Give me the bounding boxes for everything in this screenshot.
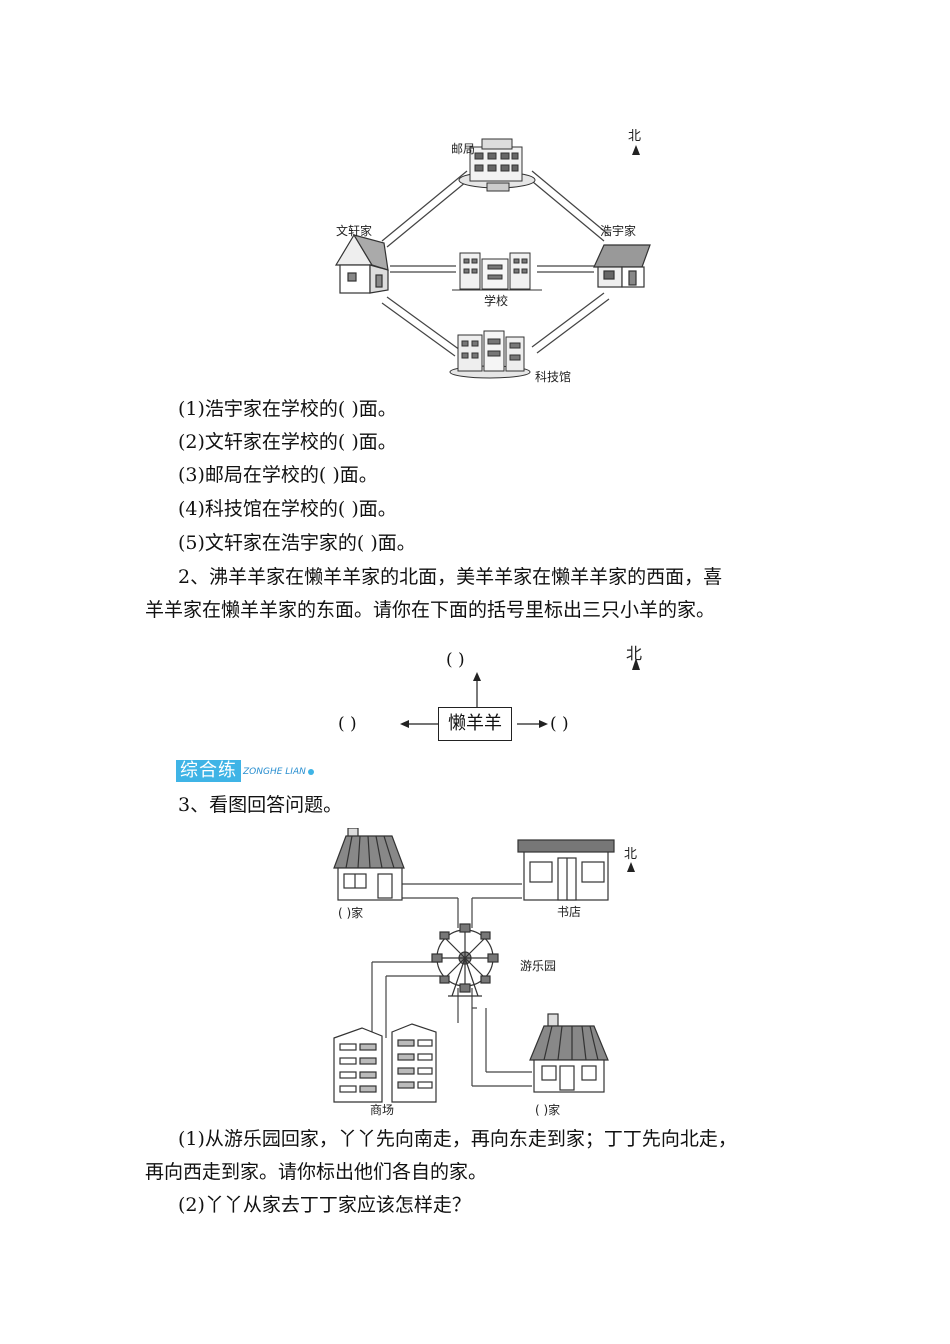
section-subtitle: ZONGHE LIAN <box>243 766 306 777</box>
map3-park-label: 游乐园 <box>520 959 557 973</box>
map1-school-label: 学校 <box>484 294 509 308</box>
q1-item-1: (1)浩宇家在学校的( )面。 <box>178 398 397 420</box>
q2-paren-north[interactable]: ( ) <box>446 650 465 670</box>
post-office-icon <box>458 138 536 192</box>
map3-figure <box>332 828 650 1118</box>
map3-home-top-label[interactable]: ( )家 <box>338 906 364 920</box>
map3-north-arrow-icon <box>627 862 635 872</box>
q1-item-3: (3)邮局在学校的( )面。 <box>178 464 378 486</box>
bookstore-icon <box>517 839 615 901</box>
section-title: 综合练 <box>176 760 241 782</box>
map3-home-bottom-label[interactable]: ( )家 <box>535 1103 561 1117</box>
q2-text-line1: 2、沸羊羊家在懒羊羊家的北面，美羊羊家在懒羊羊家的西面，喜 <box>178 566 723 588</box>
haoyu-home-icon <box>593 244 651 288</box>
house-bottom-icon <box>529 1013 609 1093</box>
map1-figure <box>332 125 652 385</box>
ferris-wheel-icon <box>431 923 499 997</box>
map3-north-label: 北 <box>624 847 638 862</box>
q3-sub1-line1: (1)从游乐园回家，丫丫先向南走，再向东走到家；丁丁先向北走， <box>178 1128 737 1150</box>
q2-paren-west[interactable]: ( ) <box>338 714 357 734</box>
map3-mall-label: 商场 <box>370 1103 395 1117</box>
q3-sub2: (2)丫丫从家去丁丁家应该怎样走？ <box>178 1194 471 1216</box>
q1-item-2: (2)文轩家在学校的( )面。 <box>178 431 397 453</box>
q2-north-label: 北 <box>626 644 643 663</box>
map1-wenxuan-home-label: 文轩家 <box>336 224 373 238</box>
map1-north-label: 北 <box>628 129 642 144</box>
school-icon <box>452 252 542 291</box>
map1-post-office-label: 邮局 <box>451 142 476 156</box>
science-museum-icon <box>449 330 531 379</box>
q3-title: 3、看图回答问题。 <box>178 794 343 816</box>
q1-item-5: (5)文轩家在浩宇家的( )面。 <box>178 532 416 554</box>
q2-diagram <box>400 658 640 728</box>
q2-north-arrow-icon <box>632 658 640 670</box>
q2-paren-east[interactable]: ( ) <box>550 714 569 734</box>
q1-item-4: (4)科技馆在学校的( )面。 <box>178 498 397 520</box>
q2-center-box: 懒羊羊 <box>438 707 512 741</box>
house-top-icon <box>333 828 405 901</box>
wenxuan-home-icon <box>334 233 389 294</box>
north-arrow-icon <box>632 145 640 155</box>
lightbulb-icon <box>307 768 314 775</box>
q3-sub1-line2: 再向西走到家。请你标出他们各自的家。 <box>145 1161 488 1183</box>
map1-haoyu-home-label: 浩宇家 <box>600 224 637 238</box>
q2-text-line2: 羊羊家在懒羊羊家的东面。请你在下面的括号里标出三只小羊的家。 <box>145 599 716 621</box>
map1-science-museum-label: 科技馆 <box>535 370 572 384</box>
mall-icon <box>333 1023 437 1103</box>
map3-bookstore-label: 书店 <box>557 905 582 919</box>
